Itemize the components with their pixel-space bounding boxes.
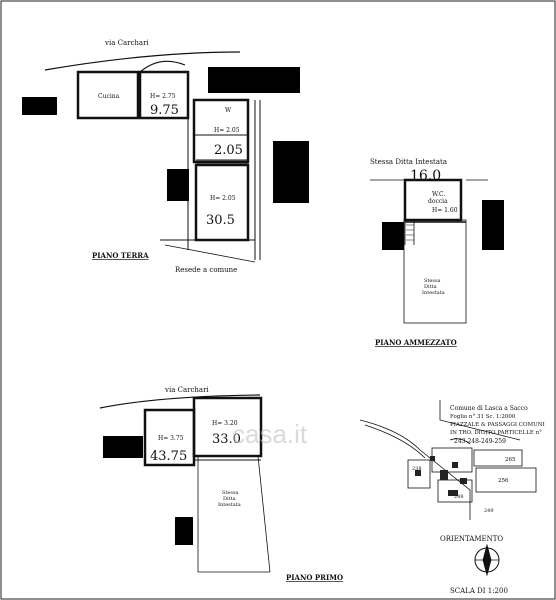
floor-title-ground: PIANO TERRA xyxy=(92,251,149,260)
redaction-block xyxy=(382,222,404,250)
area-label: 33.0 xyxy=(212,432,241,447)
height-label: H= 2.05 xyxy=(210,195,236,202)
resede-label: Resede a comune xyxy=(175,266,237,274)
area-label: 16.0 xyxy=(410,168,441,184)
floor-title-mezzanine: PIANO AMMEZZATO xyxy=(375,338,457,347)
redaction-block xyxy=(167,169,189,201)
mezzanine-ownership: Stessa Ditta Intestata xyxy=(370,158,447,166)
redaction-block xyxy=(273,141,309,203)
map-info-line: PIAZZALE & PASSAGGI COMUNI xyxy=(450,422,545,428)
mezzanine-plan xyxy=(370,178,488,324)
ownership-line: Ditta xyxy=(424,284,437,290)
ownership-line: Intestata xyxy=(422,290,445,296)
height-label: H= 2.05 xyxy=(214,127,240,134)
redaction-block xyxy=(208,67,300,93)
floor-title-first: PIANO PRIMO xyxy=(286,573,343,582)
parcel-label: 248 xyxy=(454,494,464,500)
compass-icon xyxy=(474,543,500,577)
map-hatching xyxy=(415,456,467,496)
first-floor-plan xyxy=(99,394,271,573)
ownership-line: Stessa xyxy=(222,490,239,496)
parcel-label: 256 xyxy=(498,478,509,484)
height-label: H= 3.75 xyxy=(158,435,184,442)
area-label: 43.75 xyxy=(150,449,187,464)
room-label-wc: W.C. xyxy=(432,191,445,198)
orientamento-label: ORIENTAMENTO xyxy=(440,535,503,543)
ownership-line: Stessa xyxy=(424,278,441,284)
first-street-label: via Carchari xyxy=(164,386,209,394)
area-label: 9.75 xyxy=(150,103,179,118)
ownership-line: Intestata xyxy=(218,502,241,508)
map-info-line: 243-248-249-259 xyxy=(454,438,506,445)
map-info-line: Comune di Lasca a Sacco xyxy=(450,405,528,412)
redaction-block xyxy=(482,200,504,250)
redaction-block xyxy=(103,436,143,458)
height-label: H= 1.60 xyxy=(432,207,458,214)
ownership-line: Ditta xyxy=(223,496,236,502)
location-map xyxy=(359,400,537,520)
area-label: 30.5 xyxy=(206,213,235,228)
room-label-doccia: doccia xyxy=(428,198,448,205)
parcel-label: 238 xyxy=(412,466,422,472)
redaction-block xyxy=(22,97,57,115)
watermark: casa.it xyxy=(232,419,308,449)
map-info-line: IN TRO. DIGITO PARTICELLE n° xyxy=(450,430,542,436)
parcel-label: 265 xyxy=(505,457,516,463)
ground-street-label: via Carchari xyxy=(104,39,149,47)
room-label-cucina: Cucina xyxy=(98,93,120,100)
map-info-line: Foglio n° 31 Sc. 1:2000 xyxy=(450,414,516,420)
area-label: 2.05 xyxy=(214,143,243,158)
scale-label: SCALA DI 1:200 xyxy=(450,587,508,595)
redaction-block xyxy=(175,517,193,545)
ground-floor-plan xyxy=(44,51,261,263)
height-label: H= 3.20 xyxy=(212,420,238,427)
height-label: H= 2.75 xyxy=(150,93,176,100)
parcel-label: 249 xyxy=(484,508,494,514)
room-label-w: W xyxy=(225,107,232,114)
